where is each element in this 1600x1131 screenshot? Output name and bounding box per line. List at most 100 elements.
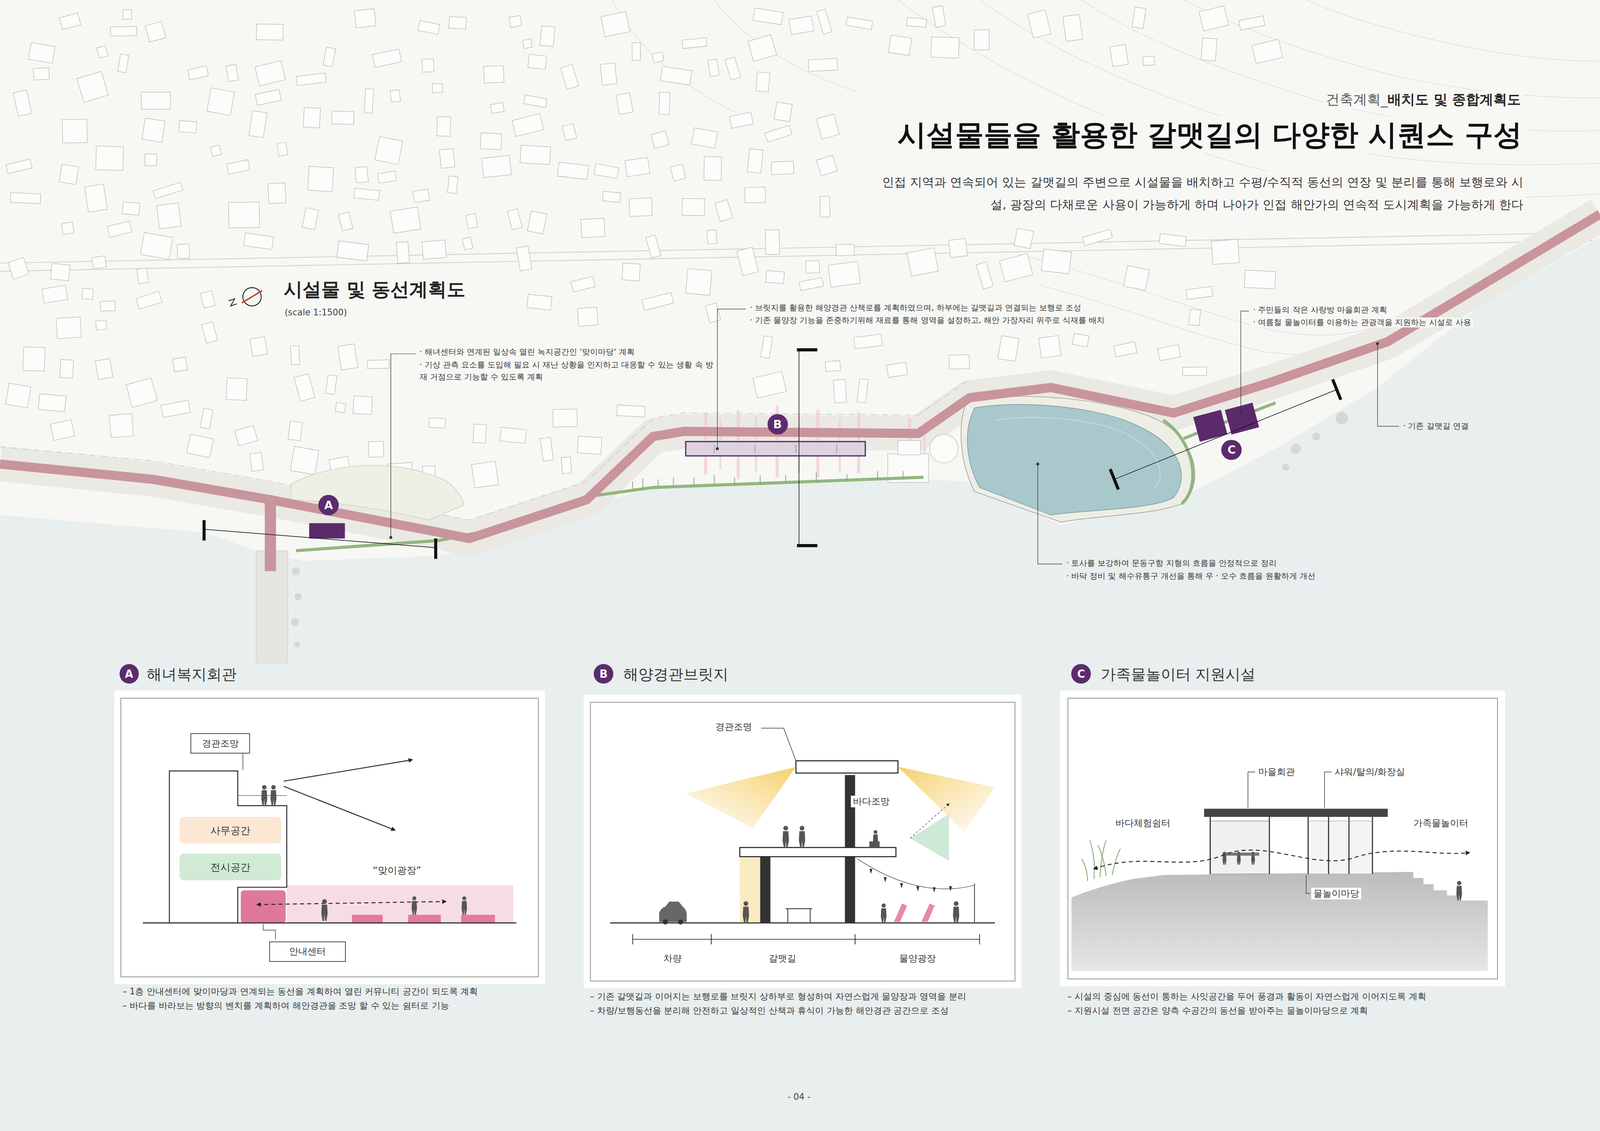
building-footprint (570, 276, 595, 293)
building-footprint (500, 427, 527, 444)
annotation-text: · 여름철 물놀이터를 이용하는 관광객을 지원하는 시설로 사용 (1250, 317, 1474, 328)
building-footprint (255, 60, 286, 87)
building-footprint (736, 247, 759, 276)
building-footprint (302, 207, 319, 230)
marker-circle: A (119, 664, 140, 684)
building-footprint (436, 116, 451, 137)
building-footprint (186, 434, 214, 458)
box-label: 전시공간 (210, 860, 251, 875)
building-footprint (234, 425, 258, 446)
building-footprint (615, 92, 633, 115)
marker-circle: C (1071, 664, 1091, 684)
building-footprint (805, 260, 820, 274)
building-footprint (1113, 341, 1138, 358)
building-footprint (788, 15, 814, 35)
building-footprint (377, 171, 397, 184)
marker-circle: A (318, 495, 339, 516)
annotation-text: “맞이광장” (370, 864, 424, 877)
building-footprint (50, 419, 75, 441)
building-footprint (691, 127, 718, 149)
building-footprint (367, 360, 390, 369)
building-footprint (122, 9, 132, 20)
building-footprint (421, 240, 447, 260)
building-footprint (594, 163, 620, 179)
building-footprint (747, 148, 763, 173)
section-panel: 해녀복지회관경관조망사무공간전시공간안내센터 (120, 697, 539, 978)
building-footprint (465, 213, 478, 229)
building-footprint (107, 221, 132, 238)
building-footprint (1072, 333, 1089, 347)
annotation-text: 물놀이마당 (1311, 887, 1362, 900)
building-footprint (243, 232, 274, 250)
building-footprint (142, 117, 165, 143)
annotation-text: 바다체험쉼터 (1113, 817, 1173, 830)
building-footprint (50, 263, 70, 281)
building-footprint (1238, 15, 1265, 30)
building-footprint (375, 136, 403, 165)
panel-heading: 해녀복지회관 (146, 665, 237, 685)
building-footprint (540, 437, 554, 462)
building-footprint (747, 34, 777, 62)
building-footprint (577, 436, 603, 455)
building-footprint (616, 405, 645, 418)
marker-letter: A (324, 498, 333, 512)
annotation-text: · 브릿지를 활용한 해양경관 산책로를 계획하였으며, 하부에는 갈맷길과 연… (747, 302, 1084, 314)
building-footprint (307, 166, 334, 192)
building-footprint (670, 164, 686, 182)
building-footprint (906, 17, 927, 28)
building-footprint (771, 161, 794, 175)
building-footprint (396, 241, 410, 264)
building-footprint (277, 142, 288, 157)
building-footprint (557, 162, 589, 180)
building-footprint (145, 21, 166, 43)
building-footprint (368, 441, 384, 458)
building-footprint (5, 159, 33, 174)
building-footprint (296, 72, 327, 86)
annotation-text: 시설물 및 동선계획도 (281, 277, 468, 303)
annotation-text: 가족물놀이터 (1411, 817, 1471, 830)
building-footprint (96, 45, 109, 58)
building-footprint (62, 119, 88, 143)
building-footprint (600, 62, 618, 85)
annotation-text: · 기상 관측 요소를 도입해 필요 시 재난 상황을 인지하고 대응할 수 있… (417, 359, 716, 383)
building-footprint (255, 89, 282, 106)
building-footprint (177, 244, 190, 259)
building-footprint (808, 58, 838, 72)
annotation-text: 인접 지역과 연속되어 있는 갈맷길의 주변으로 시설물을 배치하고 수평/수직… (868, 171, 1526, 216)
building-footprint (84, 184, 108, 213)
building-footprint (1199, 5, 1229, 32)
building-footprint (100, 300, 115, 311)
building-footprint (7, 257, 29, 280)
building-footprint (38, 393, 66, 412)
building-footprint (560, 64, 579, 90)
marker-letter: B (773, 417, 783, 431)
building-footprint (1188, 309, 1201, 326)
building-footprint (705, 302, 721, 323)
building-footprint (95, 358, 113, 380)
building-footprint (930, 36, 960, 58)
marker-letter: A (125, 667, 134, 681)
header-subject: 배치도 및 종합계획도 (1387, 91, 1521, 108)
building-footprint (1142, 56, 1155, 66)
annotation-text: · 토사를 보강하여 문동구항 지형의 흐름을 안정적으로 정리 (1064, 558, 1279, 569)
header-group: 건축계획_배치도 및 종합계획도 (1323, 90, 1524, 109)
annotation-text: · 기존 갈맷길 연결 (1400, 421, 1471, 432)
building-footprint (417, 20, 440, 35)
building-footprint (28, 42, 55, 63)
building-footprint (226, 159, 250, 175)
building-footprint (81, 288, 94, 300)
building-footprint (287, 421, 303, 441)
building-footprint (95, 320, 108, 331)
building-footprint (1013, 228, 1034, 249)
building-footprint (642, 292, 674, 311)
building-footprint (629, 197, 653, 217)
building-footprint (774, 102, 793, 122)
building-footprint (335, 402, 346, 413)
building-footprint (760, 335, 773, 359)
building-footprint (331, 111, 355, 125)
building-footprint (226, 64, 239, 82)
building-footprint (1027, 10, 1052, 39)
building-footprint (948, 238, 968, 258)
building-footprint (624, 157, 650, 177)
